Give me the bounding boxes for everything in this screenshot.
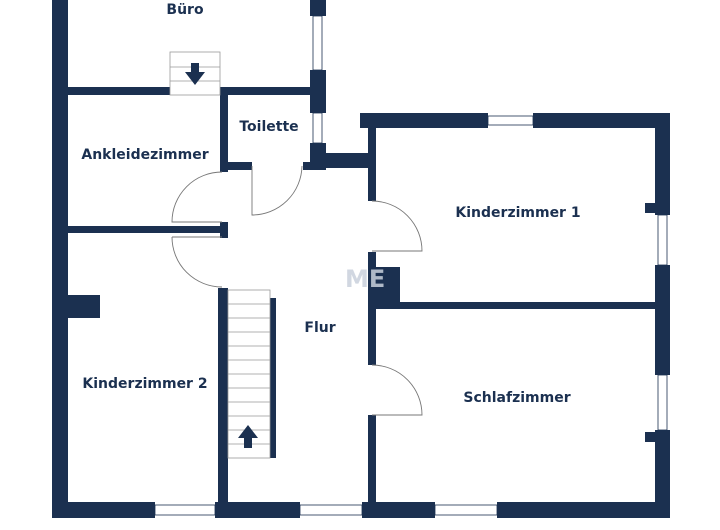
room-label-kinderzimmer2: Kinderzimmer 2 bbox=[82, 376, 207, 392]
room-label-ankleidezimmer: Ankleidezimmer bbox=[81, 147, 208, 163]
room-label-toilette: Toilette bbox=[239, 119, 298, 135]
windows bbox=[154, 15, 668, 516]
stairs-down bbox=[169, 51, 221, 96]
room-label-kinderzimmer1: Kinderzimmer 1 bbox=[455, 205, 580, 221]
watermark: ME bbox=[345, 265, 385, 293]
arrow-down-icon bbox=[185, 63, 205, 85]
room-label-schlafzimmer: Schlafzimmer bbox=[463, 390, 570, 406]
walls bbox=[52, 0, 670, 518]
room-label-buero: Büro bbox=[166, 2, 204, 18]
room-label-flur: Flur bbox=[304, 320, 335, 336]
doors bbox=[171, 165, 423, 416]
stairs-up bbox=[227, 289, 271, 459]
arrow-up-icon bbox=[238, 425, 258, 448]
